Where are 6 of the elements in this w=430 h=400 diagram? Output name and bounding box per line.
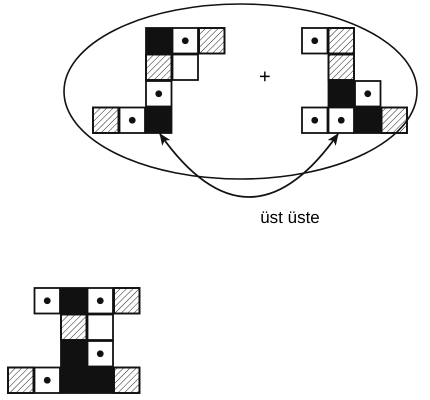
tile-figure-drawing [92, 27, 224, 133]
plus-sign: + [259, 67, 271, 87]
curved-arrow [159, 133, 339, 198]
tile-figure-drawing [7, 287, 140, 393]
ellipse-group [63, 3, 418, 180]
tile-figure-drawing [301, 27, 407, 133]
